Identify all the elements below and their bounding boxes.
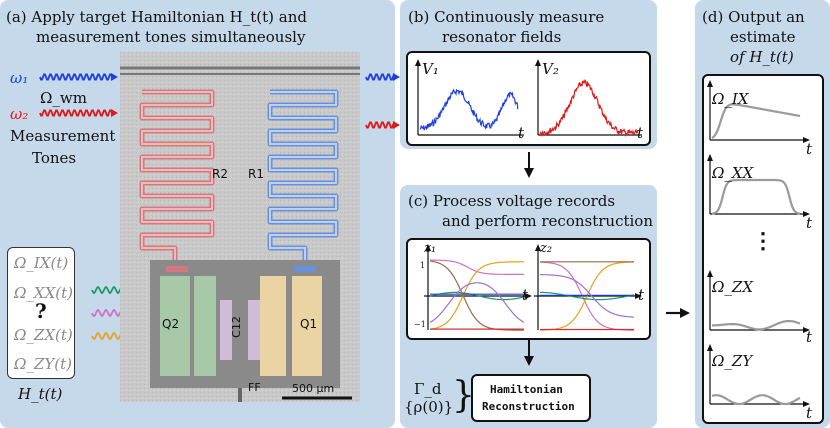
z2-trajectories (540, 261, 635, 331)
unknown-hamiltonian-box (7, 247, 75, 379)
inputs-brace: } (452, 375, 475, 416)
chip-micrograph (120, 52, 360, 402)
q2-label: Q2 (162, 317, 180, 331)
ht-label: H_t(t) (18, 385, 63, 403)
inputs-gamma: Γ_d (414, 380, 442, 398)
output-curve (711, 103, 801, 140)
trajectory-line (429, 261, 524, 330)
omega1-label: ω₁ (10, 69, 29, 87)
inputs-rho: {ρ(0)} (404, 398, 454, 416)
v1-trace (419, 88, 519, 131)
panel-d-title-line2: estimate (730, 28, 796, 46)
out-dots: ⋮ (752, 228, 774, 254)
tones-label: Tones (32, 149, 77, 167)
panel-b-title-line1: (b) Continuously measure (408, 8, 605, 26)
omega-wm-label: Ω_wm (40, 89, 87, 107)
out-t1: t (806, 140, 813, 158)
b-t2-label: t (637, 124, 644, 142)
b-t1-label: t (518, 124, 525, 142)
output-curve (712, 319, 801, 331)
output-plots (707, 80, 810, 407)
panel-c-title-line1: (c) Process voltage records (408, 192, 616, 210)
z1-trajectories (429, 259, 525, 331)
question-mark: ? (35, 299, 47, 323)
v1-label: V₁ (422, 60, 439, 78)
unknown-ix: Ω_IX(t) (14, 254, 69, 272)
unknown-xx: Ω_XX(t) (14, 284, 74, 302)
panel-a-title-line1: (a) Apply target Hamiltonian H_t(t) and (6, 8, 307, 26)
trajectory-plots (424, 244, 642, 331)
panel-c-title-line2: and perform reconstruction (442, 212, 653, 230)
ff-label: FF (248, 381, 261, 394)
trajectory-line (540, 291, 635, 301)
q1-label: Q1 (300, 317, 318, 331)
recon-line1: Hamiltonian (490, 383, 563, 396)
measurement-label: Measurement (10, 127, 116, 145)
out-label-ix: Ω_IX (712, 90, 749, 108)
tick-bottom-label: −1 (414, 320, 426, 329)
voltage-plots (415, 59, 642, 137)
output-curve (711, 394, 801, 406)
omega1-wave (39, 73, 113, 81)
z1-label: z₁ (424, 241, 437, 256)
trajectory-line (540, 274, 634, 318)
output-box (702, 74, 824, 424)
r1-label: R1 (248, 167, 264, 181)
panel-b-title-line2: resonator fields (442, 28, 562, 46)
voltage-plots-box (406, 51, 651, 146)
reconstruction-box (471, 374, 591, 422)
unknown-zx: Ω_ZX(t) (14, 326, 73, 344)
out-t3: t (806, 328, 813, 346)
recon-line2: Reconstruction (482, 400, 575, 413)
trajectory-line (429, 282, 525, 323)
omega2-wave (39, 109, 113, 117)
trajectory-line (429, 260, 524, 331)
out-t4: t (806, 404, 813, 422)
panel-d-title-line1: (d) Output an (702, 8, 805, 26)
output-wave-2 (365, 121, 395, 129)
omega2-label: ω₂ (10, 105, 29, 123)
scale-bar-label: 500 μm (292, 382, 335, 395)
out-label-zx: Ω_ZX (712, 278, 754, 296)
out-t2: t (806, 214, 813, 232)
v2-trace (539, 78, 639, 137)
panel-d-title-line3: of H_t(t) (730, 48, 794, 66)
r2-label: R2 (212, 167, 228, 181)
panel-a-title-line2: measurement tones simultaneously (36, 28, 306, 46)
z2-label: z₂ (540, 241, 553, 256)
output-curve (711, 178, 801, 215)
out-label-xx: Ω_XX (712, 164, 754, 182)
c-t1-label: t (522, 286, 529, 304)
trajectory-line (429, 291, 525, 301)
v2-label: V₂ (542, 60, 559, 78)
tick-top-label: 1 (420, 261, 426, 270)
out-label-zy: Ω_ZY (712, 352, 753, 370)
output-wave-1 (365, 73, 395, 81)
unknown-zy: Ω_ZY(t) (14, 355, 72, 373)
c-t2-label: t (638, 286, 645, 304)
